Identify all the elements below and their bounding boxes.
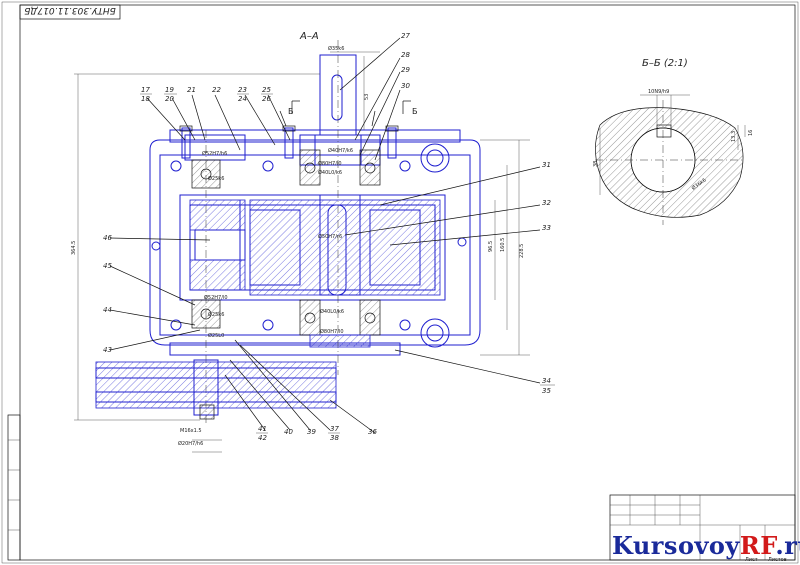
brand-rf: RF bbox=[739, 531, 776, 560]
dim-hub-top: Ø80Н7/l0 bbox=[318, 160, 342, 167]
detail-w2: 16 bbox=[748, 130, 754, 136]
brand-watermark: KursovoyRF.ru bbox=[612, 531, 800, 560]
detail-height: 38 bbox=[593, 161, 599, 167]
bolts bbox=[179, 125, 399, 159]
callout: 31 bbox=[542, 161, 551, 169]
bearing-bottom bbox=[299, 299, 381, 348]
callout: 25 bbox=[262, 86, 271, 94]
leader-lines bbox=[109, 37, 541, 434]
detail-key-fit: 10N9/h9 bbox=[648, 89, 669, 95]
callout: 17 bbox=[141, 86, 150, 94]
callout: 42 bbox=[258, 434, 267, 442]
callout: 28 bbox=[401, 51, 410, 59]
callout: 41 bbox=[258, 425, 267, 433]
section-mark-right: Б bbox=[412, 107, 418, 116]
dim-left-bot2: Ø25k6 bbox=[208, 311, 224, 318]
callout: 43 bbox=[103, 346, 112, 354]
dim-left-bot: Ø52Н7/l0 bbox=[204, 294, 228, 301]
bearing-top bbox=[299, 149, 381, 186]
dim-center-dist: 160.5 bbox=[500, 238, 506, 252]
dim-hub-bottom: Ø80Н7/l0 bbox=[320, 328, 344, 335]
dim-left-top: Ø52Н7/h6 bbox=[202, 150, 227, 157]
callout: 44 bbox=[103, 306, 112, 314]
section-mark-left: Б bbox=[288, 107, 294, 116]
brand-suffix: .ru bbox=[775, 531, 800, 560]
section-title-main: А–А bbox=[299, 31, 319, 42]
dim-center-small: 96.5 bbox=[488, 241, 494, 252]
callout: 29 bbox=[401, 66, 410, 74]
pinion-gear bbox=[189, 199, 246, 291]
left-stamp bbox=[7, 414, 21, 561]
callout: 21 bbox=[187, 86, 196, 94]
dim-ring: Ø40Н7/k6 bbox=[328, 147, 353, 154]
inner-frame bbox=[19, 4, 796, 561]
dim-left-top2: Ø25k6 bbox=[208, 175, 224, 182]
callout: 35 bbox=[542, 387, 551, 395]
dimension-lines bbox=[74, 51, 530, 453]
dim-shaft-top: Ø35k6 bbox=[328, 45, 344, 52]
bearing-left bbox=[191, 130, 221, 425]
section-mark bbox=[291, 100, 411, 114]
callouts: 17 18 19 20 21 22 23 24 25 26 27 28 29 3… bbox=[103, 32, 555, 442]
dim-len-top: 53 bbox=[364, 94, 370, 100]
detail-w1: 13.3 bbox=[731, 131, 737, 142]
callout: 22 bbox=[212, 86, 221, 94]
dim-left-bot3: Ø25L0 bbox=[208, 332, 224, 339]
callout: 36 bbox=[368, 428, 377, 436]
dim-overall-height: 364.5 bbox=[71, 241, 77, 255]
callout: 24 bbox=[238, 95, 247, 103]
callout: 26 bbox=[262, 95, 271, 103]
callout: 34 bbox=[542, 377, 551, 385]
dim-gear-shaft: Ø50Н7/r6 bbox=[318, 233, 342, 240]
section-title-detail: Б–Б (2:1) bbox=[642, 58, 688, 69]
title-block bbox=[609, 494, 796, 561]
detail-section-view bbox=[595, 94, 746, 225]
callout: 19 bbox=[165, 86, 174, 94]
code-stamp-box bbox=[19, 4, 121, 20]
sheet-label: Лист bbox=[745, 557, 758, 563]
callout: 40 bbox=[284, 428, 293, 436]
driven-gear bbox=[249, 194, 441, 296]
callout: 23 bbox=[238, 86, 247, 94]
dim-inner-bottom: Ø40L0/k6 bbox=[320, 308, 344, 315]
dim-overall-right: 228.5 bbox=[519, 244, 525, 258]
brand-prefix: Kursovoy bbox=[612, 531, 740, 560]
dim-inner-top: Ø40L0/k6 bbox=[318, 169, 342, 176]
callout: 37 bbox=[330, 425, 339, 433]
callout: 39 bbox=[307, 428, 316, 436]
callout: 30 bbox=[401, 82, 410, 90]
callout: 38 bbox=[330, 434, 339, 442]
v-belt-pulley bbox=[95, 359, 337, 420]
callout: 18 bbox=[141, 95, 150, 103]
callout: 33 bbox=[542, 224, 551, 232]
callout: 20 bbox=[165, 95, 174, 103]
callout: 46 bbox=[103, 234, 112, 242]
callout: 27 bbox=[401, 32, 410, 40]
sheets-label: Листов bbox=[768, 557, 787, 563]
callout: 32 bbox=[542, 199, 551, 207]
dim-thread: М16х1.5 bbox=[180, 428, 202, 434]
dim-pulley-fit: Ø20Н7/h6 bbox=[178, 440, 203, 447]
callout: 45 bbox=[103, 262, 112, 270]
drawing-code: БНТУ.303.11.017ДБ bbox=[24, 5, 116, 15]
